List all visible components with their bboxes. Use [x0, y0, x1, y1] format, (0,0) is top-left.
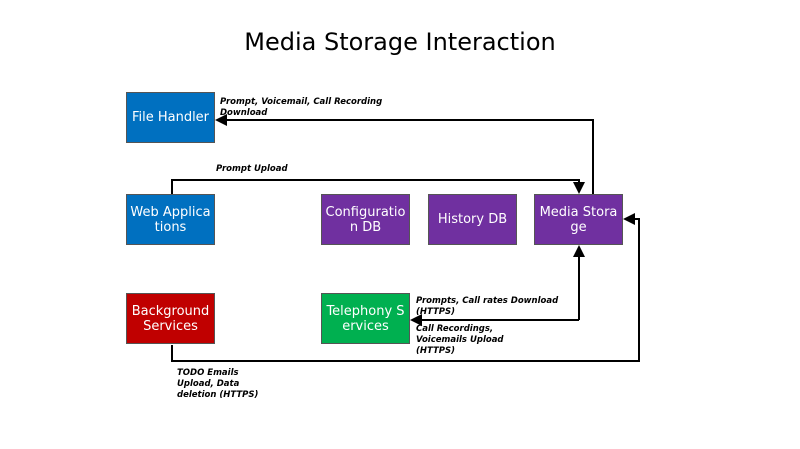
- node-history-db: History DB: [428, 194, 517, 245]
- edge-label-prompts-download: Prompts, Call rates Download (HTTPS): [416, 296, 559, 317]
- diagram-title: Media Storage Interaction: [244, 28, 556, 56]
- node-web-applications: Web Applications: [126, 194, 215, 245]
- node-background-services: Background Services: [126, 293, 215, 344]
- edge-label-background: TODO Emails Upload, Data deletion (HTTPS…: [177, 368, 259, 400]
- node-telephony-services: Telephony Services: [321, 293, 410, 344]
- edge-label-download: Prompt, Voicemail, Call Recording Downlo…: [220, 97, 383, 118]
- node-file-handler: File Handler: [126, 92, 215, 143]
- edge-label-prompt-upload: Prompt Upload: [216, 164, 288, 174]
- node-configuration-db: Configuration DB: [321, 194, 410, 245]
- edge-background-to-media: [171, 213, 640, 362]
- edge-web-to-media: [171, 179, 585, 194]
- edge-media-to-file-handler: [215, 114, 594, 194]
- node-media-storage: Media Storage: [534, 194, 623, 245]
- edge-label-recordings-upload: Call Recordings, Voicemails Upload (HTTP…: [416, 324, 504, 356]
